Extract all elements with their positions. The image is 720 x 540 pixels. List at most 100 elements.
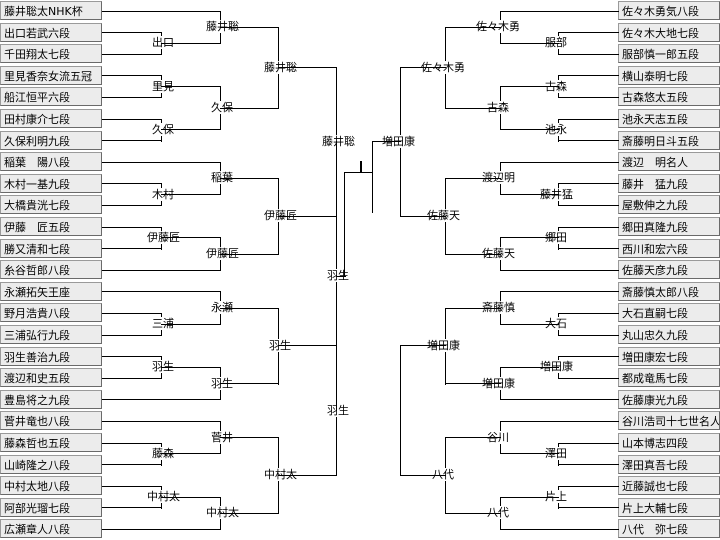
bracket-line	[102, 227, 162, 228]
bracket-line	[161, 86, 221, 87]
player-entry: 池永天志五段	[618, 109, 720, 128]
bracket-line	[400, 345, 401, 476]
player-entry: 都成竜馬七段	[618, 368, 720, 387]
winner-label: 中村太	[146, 490, 181, 503]
bracket-line	[500, 237, 559, 238]
bracket-line	[500, 497, 559, 498]
player-entry: 田村康介七段	[0, 109, 102, 128]
bracket-line	[102, 119, 162, 120]
bracket-line	[102, 421, 221, 422]
bracket-line	[558, 183, 619, 184]
bracket-line	[102, 443, 162, 444]
player-entry: 木村一基九段	[0, 174, 102, 193]
player-entry: 佐藤天彦九段	[618, 260, 720, 279]
bracket-line	[558, 313, 619, 314]
bracket-line	[102, 205, 162, 206]
player-entry: 屋敷伸之九段	[618, 195, 720, 214]
player-entry: 藤井聡太NHK杯	[0, 1, 102, 20]
bracket-line	[344, 212, 345, 277]
player-entry: 服部慎一郎五段	[618, 44, 720, 63]
bracket-line	[102, 140, 162, 141]
bracket-line	[102, 75, 162, 76]
player-entry: 千田翔太七段	[0, 44, 102, 63]
bracket-line	[558, 32, 619, 33]
player-entry: 八代 弥七段	[618, 519, 720, 538]
bracket-line	[400, 345, 446, 346]
bracket-line	[161, 43, 221, 44]
bracket-line	[400, 475, 446, 476]
bracket-line	[220, 437, 279, 438]
bracket-line	[102, 529, 221, 530]
bracket-line	[102, 378, 162, 379]
bracket-line	[500, 291, 619, 292]
bracket-line	[558, 54, 619, 55]
winner-label: 斎藤慎	[481, 301, 516, 314]
bracket-line	[278, 216, 337, 217]
bracket-line	[220, 178, 279, 179]
player-entry: 里見香奈女流五冠	[0, 66, 102, 85]
bracket-line	[220, 308, 279, 309]
bracket-line	[161, 367, 221, 368]
bracket-line	[220, 513, 279, 514]
bracket-line	[102, 11, 221, 12]
bracket-line	[558, 140, 619, 141]
bracket-line	[558, 486, 619, 487]
bracket-line	[500, 270, 619, 271]
bracket-line	[102, 162, 221, 163]
bracket-line	[161, 129, 221, 130]
bracket-line	[445, 108, 501, 109]
winner-label: 稲葉	[210, 171, 234, 184]
player-entry: 阿部光瑠七段	[0, 498, 102, 517]
player-entry: 久保利明九段	[0, 131, 102, 150]
winner-label: 増田康	[539, 360, 574, 373]
bracket-line	[500, 367, 559, 368]
bracket-line	[102, 54, 162, 55]
bracket-line	[220, 254, 279, 255]
player-entry: 羽生善治九段	[0, 347, 102, 366]
winner-label: 片上	[544, 490, 568, 503]
player-entry: 佐藤康光九段	[618, 390, 720, 409]
bracket-line	[102, 486, 162, 487]
player-entry: 糸谷哲郎八段	[0, 260, 102, 279]
bracket-line	[102, 335, 162, 336]
bracket-line	[102, 399, 221, 400]
player-entry: 渡辺 明名人	[618, 152, 720, 171]
bracket-line	[558, 119, 619, 120]
bracket-line	[558, 335, 619, 336]
winner-label: 羽生	[151, 360, 175, 373]
bracket-line	[558, 205, 619, 206]
player-entry: 渡辺和史五段	[0, 368, 102, 387]
bracket-line	[372, 141, 373, 213]
winner-label: 出口	[151, 36, 175, 49]
player-entry: 佐々木大地七段	[618, 23, 720, 42]
player-entry: 佐々木勇気八段	[618, 1, 720, 20]
bracket-line	[558, 227, 619, 228]
bracket-line	[445, 27, 501, 28]
player-entry: 菅井竜也八段	[0, 411, 102, 430]
winner-label: 八代	[486, 506, 510, 519]
bracket-line	[400, 67, 446, 68]
bracket-line	[102, 464, 162, 465]
bracket-line	[500, 421, 619, 422]
bracket-line	[445, 254, 501, 255]
bracket-line	[558, 356, 619, 357]
bracket-line	[161, 237, 221, 238]
bracket-line	[102, 291, 221, 292]
player-entry: 横山泰明七段	[618, 66, 720, 85]
bracket-line	[278, 345, 337, 346]
bracket-line	[102, 32, 162, 33]
bracket-line	[445, 178, 501, 179]
player-entry: 丸山忠久九段	[618, 325, 720, 344]
bracket-line	[500, 529, 619, 530]
player-entry: 船江恒平六段	[0, 87, 102, 106]
player-entry: 勝又清和七段	[0, 239, 102, 258]
bracket-line	[500, 86, 559, 87]
bracket-line	[220, 27, 279, 28]
player-entry: 藤井 猛九段	[618, 174, 720, 193]
player-entry: 片上大輔七段	[618, 498, 720, 517]
winner-label: 服部	[544, 36, 568, 49]
bracket-line	[558, 507, 619, 508]
player-entry: 出口若武六段	[0, 23, 102, 42]
winner-label: 羽生	[326, 404, 350, 417]
